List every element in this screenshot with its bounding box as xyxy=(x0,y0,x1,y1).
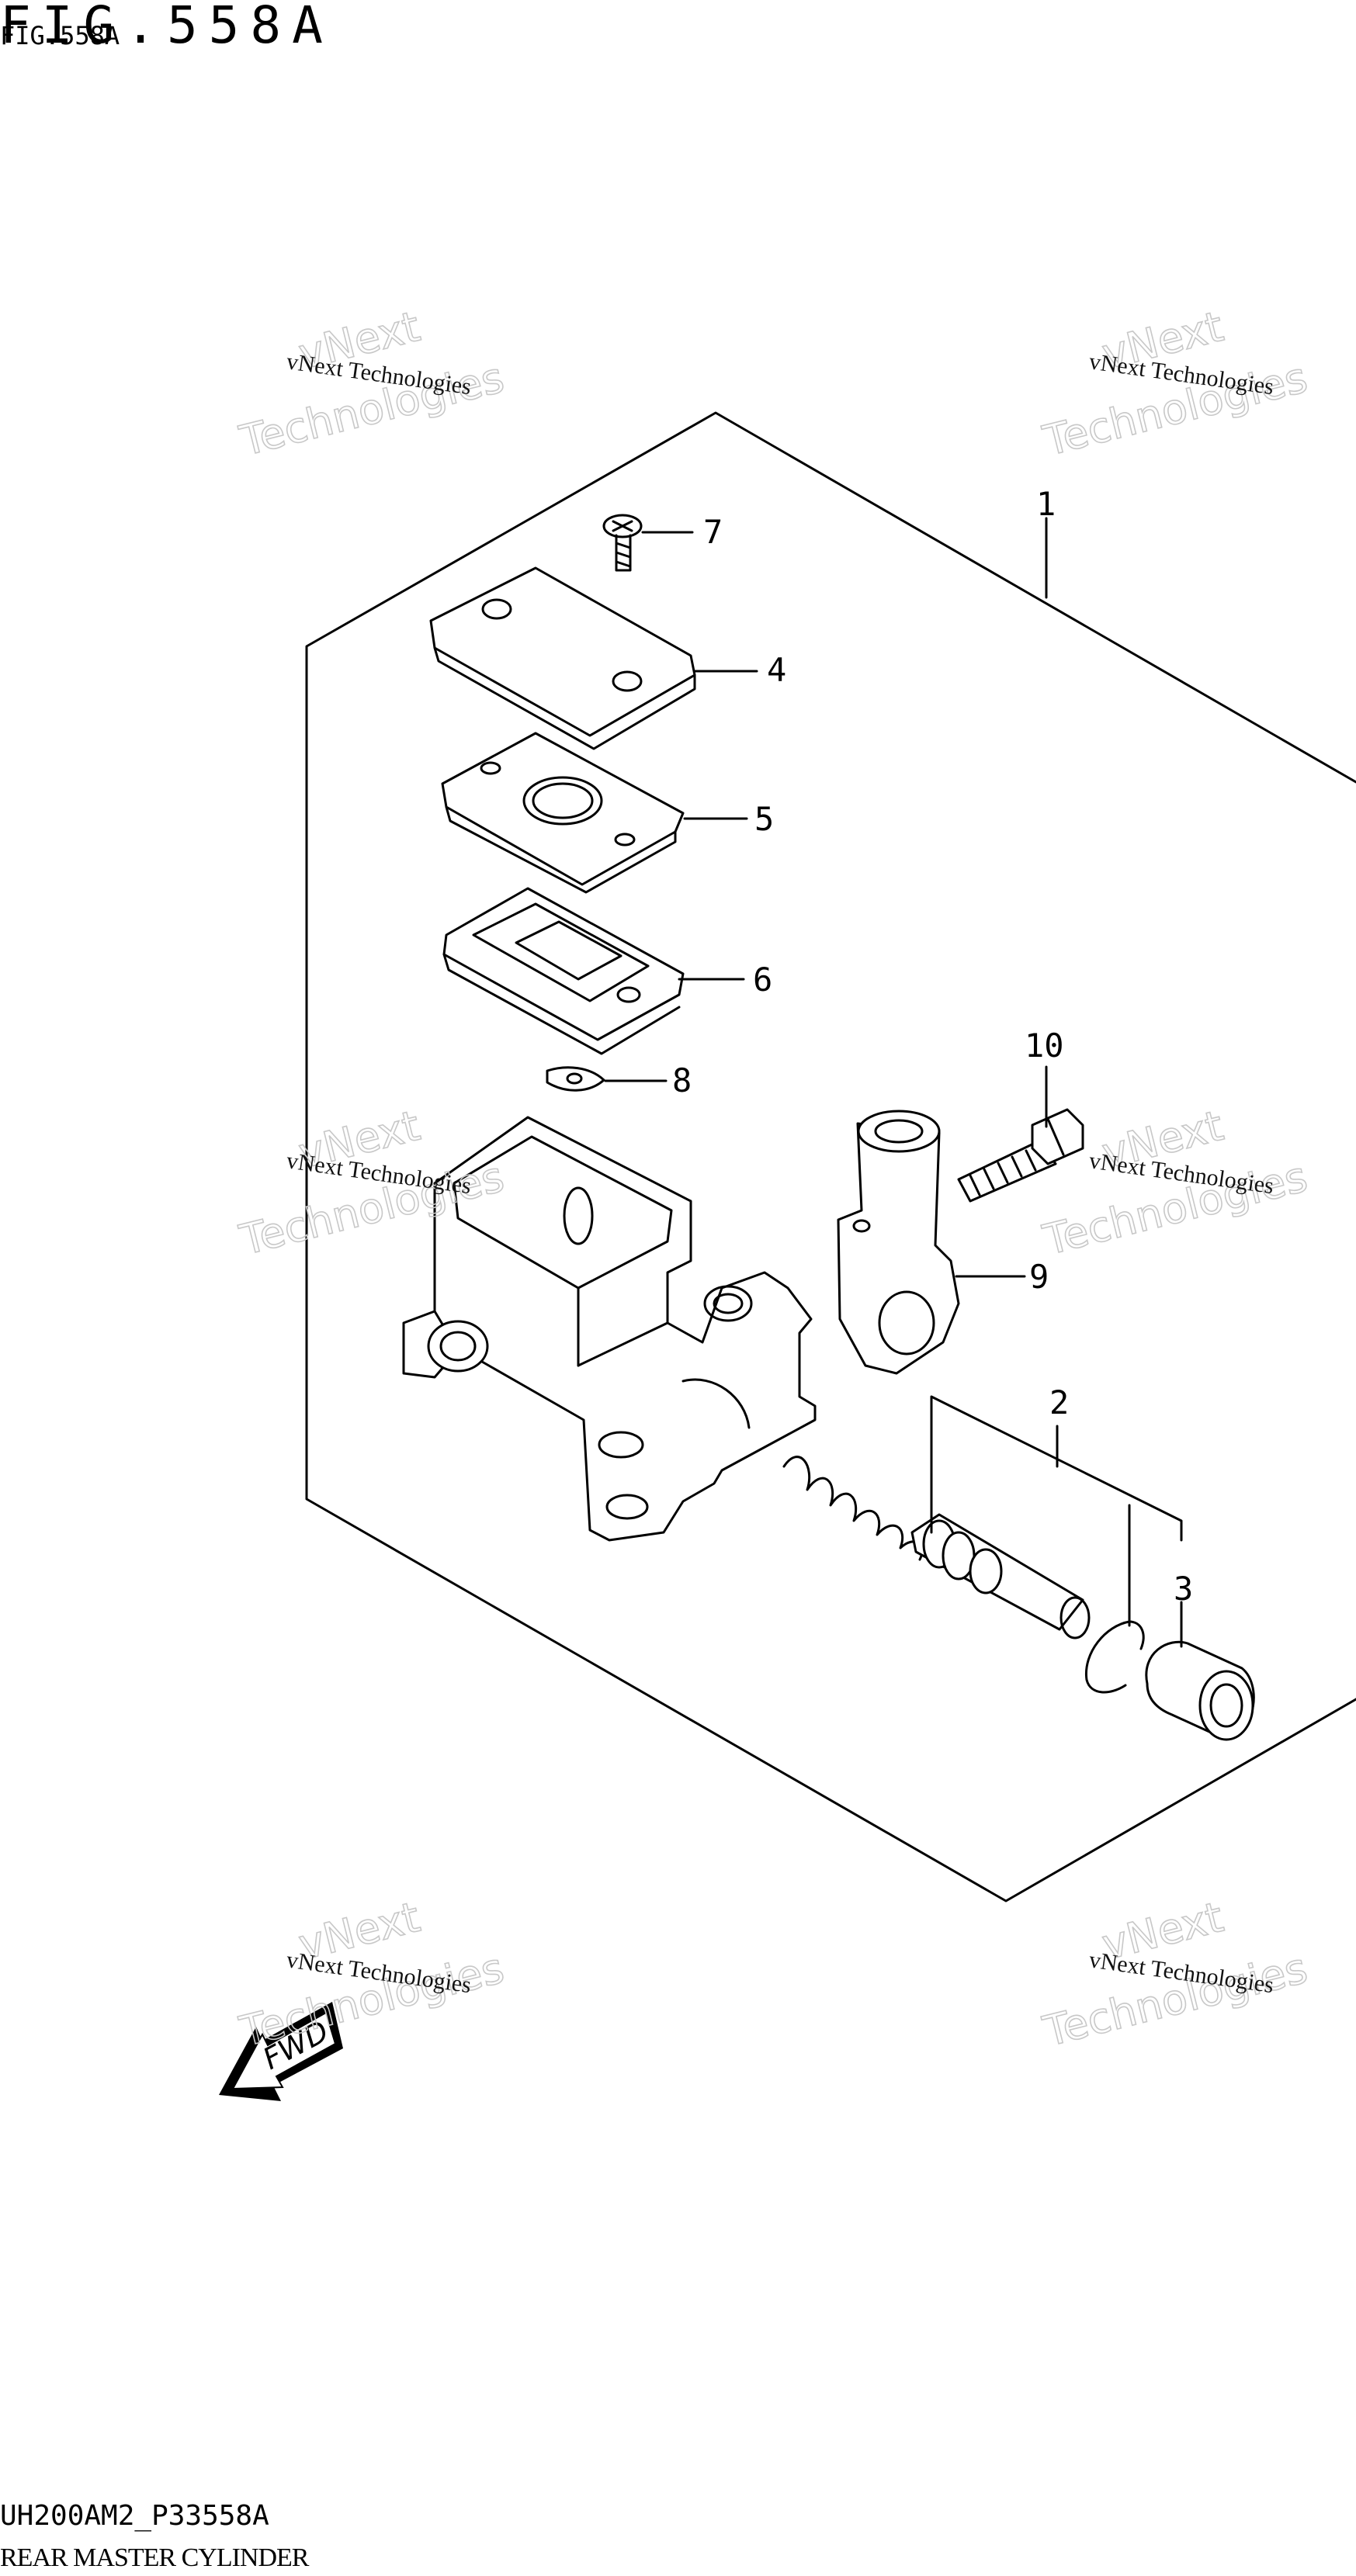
part-joint[interactable] xyxy=(837,1110,960,1375)
figure-title: FIG.558A xyxy=(0,0,334,55)
callout-6: 6 xyxy=(753,961,772,999)
callout-5: 5 xyxy=(754,800,774,838)
callout-7: 7 xyxy=(703,513,723,551)
callout-3: 3 xyxy=(1174,1570,1193,1608)
part-master-cylinder-body[interactable] xyxy=(402,1116,817,1542)
part-boot[interactable] xyxy=(1145,1640,1255,1741)
callout-8: 8 xyxy=(672,1061,692,1099)
callout-1: 1 xyxy=(1036,485,1056,523)
callout-numbers: 1 2 3 4 5 6 7 8 9 10 xyxy=(672,485,1193,1608)
part-spring[interactable] xyxy=(782,1456,924,1561)
figure-title-small: FIG.558A xyxy=(0,21,120,50)
diagram-code: UH200AM2_P33558A xyxy=(0,2500,269,2532)
callout-9: 9 xyxy=(1029,1258,1049,1296)
assembly-boundary xyxy=(305,411,1356,1903)
fwd-arrow: FWD xyxy=(219,2002,343,2101)
part-reservoir-cap[interactable] xyxy=(429,566,696,750)
part-circlip[interactable] xyxy=(1084,1620,1145,1694)
part-screw[interactable] xyxy=(602,514,643,572)
leader-lines xyxy=(604,517,1183,1648)
part-piston[interactable] xyxy=(910,1513,1091,1639)
part-bolt[interactable] xyxy=(957,1108,1084,1203)
callout-10: 10 xyxy=(1025,1027,1064,1065)
callout-4: 4 xyxy=(767,651,786,689)
part-diaphragm-plate[interactable] xyxy=(441,732,685,894)
part-clip[interactable] xyxy=(546,1066,605,1092)
callout-2: 2 xyxy=(1049,1383,1069,1421)
diagram-name: REAR MASTER CYLINDER xyxy=(0,2543,309,2572)
part-diaphragm[interactable] xyxy=(442,887,685,1055)
